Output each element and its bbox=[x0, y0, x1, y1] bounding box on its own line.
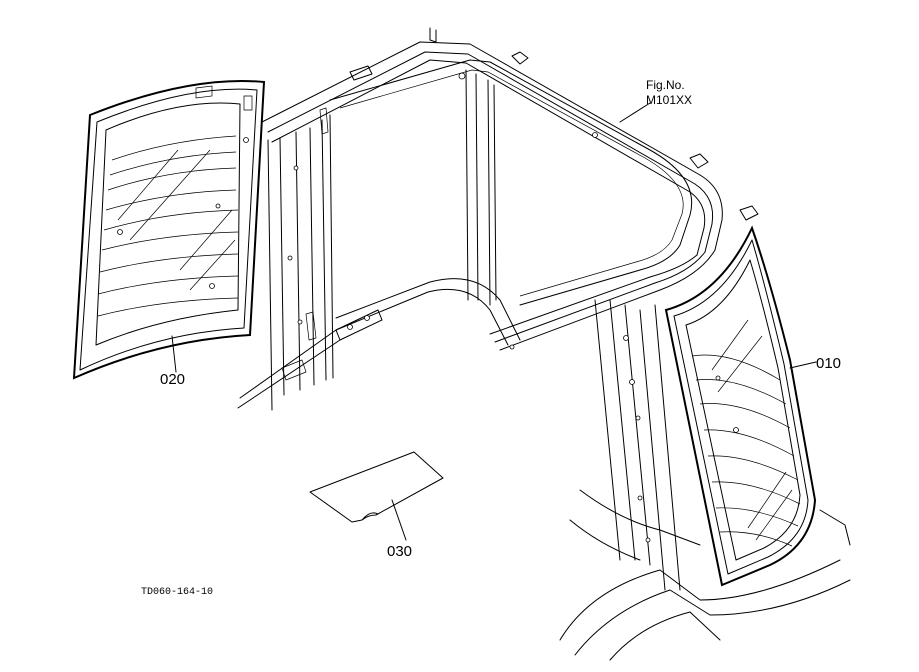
callout-010: 010 bbox=[816, 355, 841, 372]
callout-020: 020 bbox=[160, 371, 185, 388]
callout-030: 030 bbox=[387, 543, 412, 560]
glass-panel-010[interactable] bbox=[664, 225, 817, 587]
cab-frame bbox=[237, 27, 851, 661]
fig-no-label: Fig.No. bbox=[646, 78, 685, 92]
fig-no-value: M101XX bbox=[646, 93, 692, 107]
glass-panel-020[interactable] bbox=[72, 79, 266, 380]
drawing-code: TD060-164-10 bbox=[141, 587, 213, 598]
leader-lines bbox=[171, 102, 817, 541]
decal-sheet-030[interactable] bbox=[309, 451, 444, 523]
